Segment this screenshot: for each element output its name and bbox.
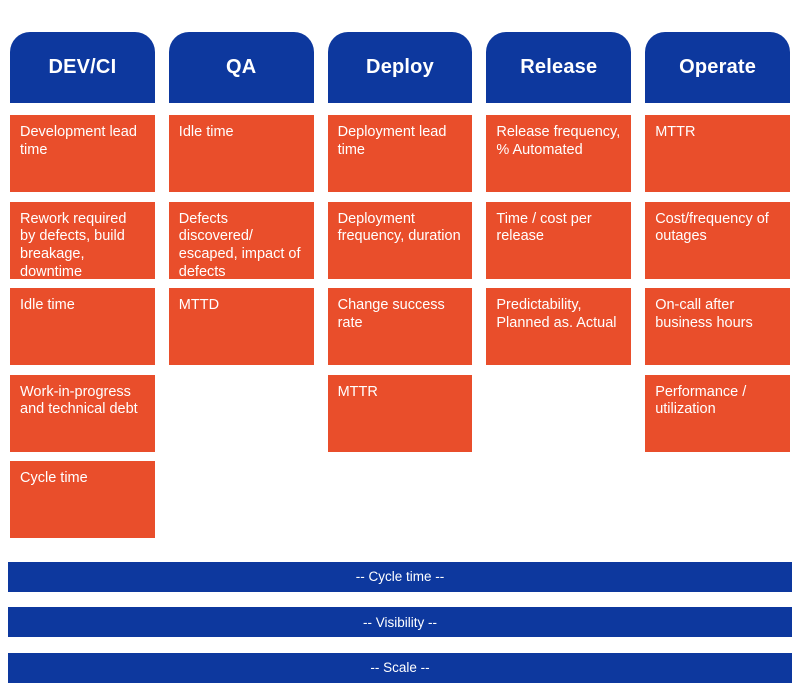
- column-header-qa: QA: [168, 32, 314, 103]
- column-operate: Operate MTTR Cost/frequency of outages O…: [645, 32, 790, 461]
- metric-cell-time-cost-per-release: Time / cost per release: [486, 201, 632, 279]
- column-deploy: Deploy Deployment lead time Deployment f…: [327, 32, 473, 461]
- metric-cell-dev-idle-time: Idle time: [10, 288, 155, 365]
- column-header-release: Release: [486, 32, 632, 103]
- column-dev-ci: DEV/CI Development lead time Rework requ…: [10, 32, 155, 548]
- metric-cell-predictability: Predictability, Planned as. Actual: [486, 288, 632, 365]
- metric-cell-performance-utilization: Performance / utilization: [645, 374, 790, 452]
- metric-cell-deployment-frequency: Deployment frequency, duration: [327, 201, 473, 279]
- column-release: Release Release frequency, % Automated T…: [486, 32, 632, 375]
- column-qa: QA Idle time Defects discovered/ escaped…: [168, 32, 314, 375]
- metric-cell-rework-required: Rework required by defects, build breaka…: [10, 201, 155, 279]
- metric-cell-cycle-time: Cycle time: [10, 461, 155, 538]
- column-header-dev-ci: DEV/CI: [10, 32, 155, 103]
- metric-cell-operate-mttr: MTTR: [645, 115, 790, 192]
- metric-cell-cost-frequency-outages: Cost/frequency of outages: [645, 201, 790, 279]
- column-header-deploy: Deploy: [327, 32, 473, 103]
- metric-cell-on-call: On-call after business hours: [645, 288, 790, 365]
- band-scale: -- Scale --: [8, 652, 792, 683]
- metric-cell-release-frequency: Release frequency, % Automated: [486, 115, 632, 192]
- band-visibility: -- Visibility --: [8, 607, 792, 637]
- metric-cell-deploy-mttr: MTTR: [327, 374, 473, 452]
- metric-cell-deployment-lead-time: Deployment lead time: [327, 115, 473, 192]
- metric-cell-change-success-rate: Change success rate: [327, 288, 473, 365]
- pipeline-columns: DEV/CI Development lead time Rework requ…: [10, 32, 790, 548]
- band-cycle-time: -- Cycle time --: [8, 561, 792, 592]
- metric-cell-development-lead-time: Development lead time: [10, 115, 155, 192]
- column-header-operate: Operate: [645, 32, 790, 103]
- cross-cutting-bands: -- Cycle time -- -- Visibility -- -- Sca…: [0, 548, 800, 683]
- metric-cell-defects-discovered: Defects discovered/ escaped, impact of d…: [168, 201, 314, 279]
- metric-cell-qa-idle-time: Idle time: [168, 115, 314, 192]
- metric-cell-work-in-progress: Work-in-progress and technical debt: [10, 374, 155, 452]
- metric-cell-mttd: MTTD: [168, 288, 314, 365]
